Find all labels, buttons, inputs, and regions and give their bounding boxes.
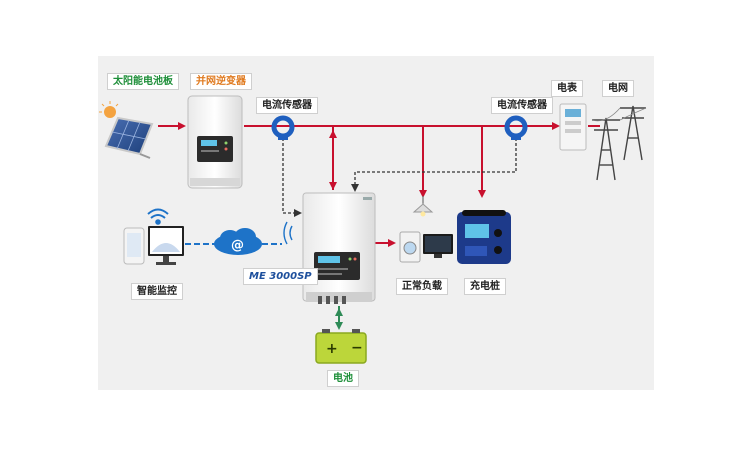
meter-label: 电表 <box>551 80 583 97</box>
svg-text:−: − <box>351 340 363 356</box>
grid-label: 电网 <box>602 80 634 97</box>
power-tower-icon <box>591 105 647 181</box>
solar-panel-icon <box>99 101 154 159</box>
ct-signal-lines <box>282 138 517 217</box>
cloud-icon: @ <box>214 228 262 255</box>
svg-text:+: + <box>326 341 338 357</box>
right-current-sensor-label: 电流传感器 <box>491 97 553 114</box>
solar-panel-label: 太阳能电池板 <box>107 73 179 90</box>
battery-label: 电池 <box>327 370 359 387</box>
smart-monitor-icon <box>123 226 184 265</box>
ac-bus-lines <box>158 122 600 247</box>
grid-inverter-label: 并网逆变器 <box>190 73 252 90</box>
battery-icon: + − <box>315 329 367 364</box>
normal-load-label: 正常负载 <box>396 278 448 295</box>
left-current-sensor-label: 电流传感器 <box>256 97 318 114</box>
current-sensor-icon <box>504 115 528 140</box>
wifi-icon <box>147 208 169 225</box>
home-appliance-icon <box>399 196 453 263</box>
grid-inverter-icon <box>187 95 243 189</box>
left-ct-signal <box>282 138 302 217</box>
model-label: ME 3000SP <box>243 268 318 285</box>
storage-inverter-icon <box>302 192 376 304</box>
right-ct-signal <box>351 138 517 192</box>
ev-charger-label: 充电桩 <box>464 278 506 295</box>
signal-wave-icon <box>283 221 293 245</box>
current-sensor-icon <box>271 115 295 140</box>
electric-meter-icon <box>559 103 587 151</box>
svg-text:@: @ <box>231 238 244 253</box>
smart-monitor-label: 智能监控 <box>131 283 183 300</box>
ev-charger-icon <box>457 210 511 264</box>
